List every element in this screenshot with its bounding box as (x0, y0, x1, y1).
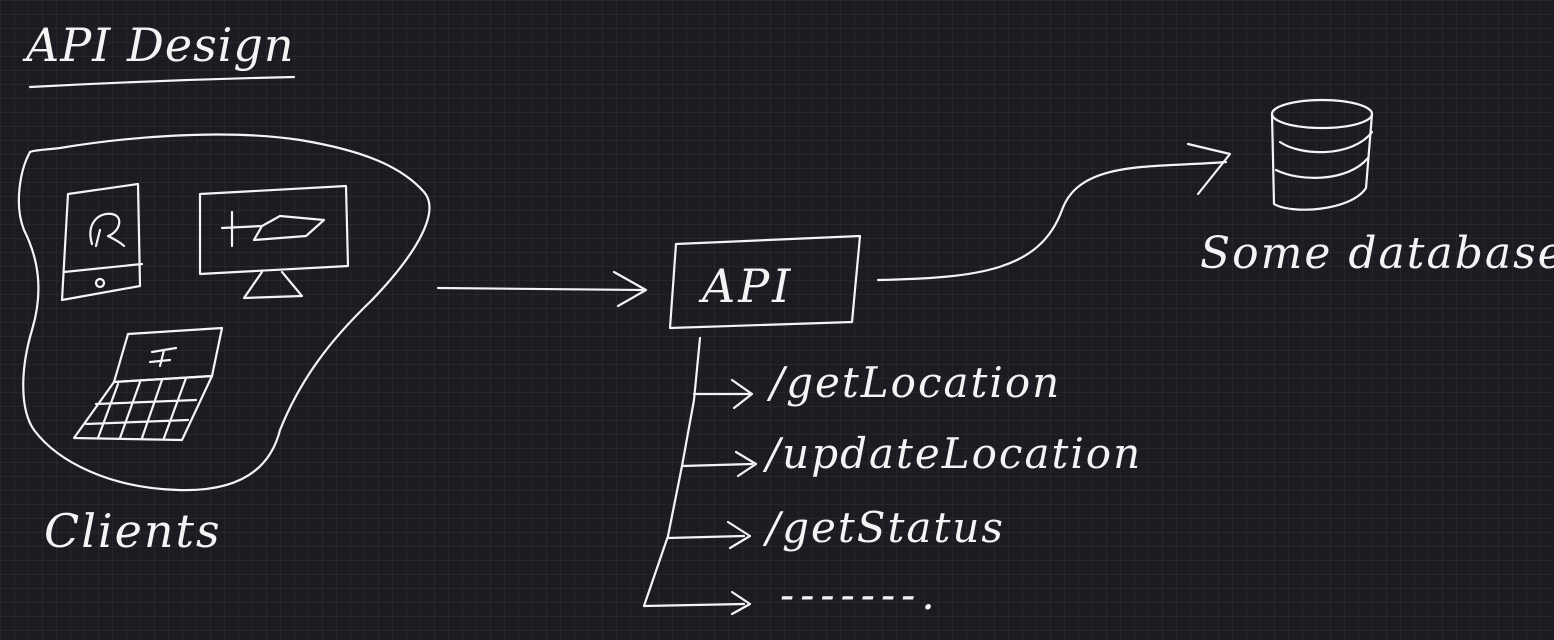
clients-to-api-arrow (436, 270, 648, 308)
clients-cloud-outline (17, 133, 431, 492)
database-label: Some database (1200, 228, 1554, 279)
monitor-icon (198, 184, 350, 300)
endpoint-tree (642, 336, 758, 616)
clients-label: Clients (44, 504, 222, 558)
endpoint-get-location: /getLocation (770, 358, 1062, 407)
api-box (668, 234, 862, 330)
phone-icon (60, 182, 144, 302)
api-to-database-arrow (876, 142, 1232, 282)
endpoint-get-status: /getStatus (766, 503, 1005, 552)
endpoint-update-location: /updateLocation (766, 429, 1143, 478)
laptop-icon (72, 326, 224, 442)
database-icon (1270, 98, 1374, 211)
diagram-title: API Design (26, 18, 295, 72)
title-underline (28, 75, 296, 89)
api-label: API (702, 259, 794, 313)
endpoint-more-placeholder: -------. (780, 570, 941, 619)
